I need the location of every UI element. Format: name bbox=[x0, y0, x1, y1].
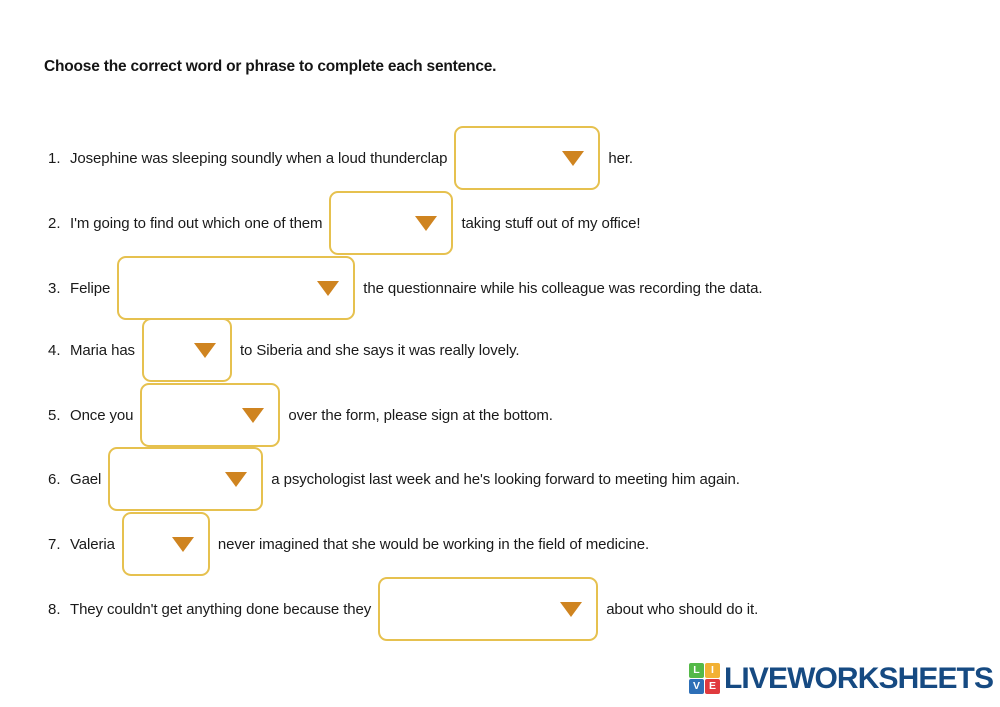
question-line: Josephine was sleeping soundly when a lo… bbox=[70, 126, 633, 190]
answer-dropdown[interactable] bbox=[141, 318, 232, 382]
logo-tile-i: I bbox=[705, 663, 720, 678]
question-number: 1. bbox=[48, 149, 61, 167]
chevron-down-icon[interactable] bbox=[415, 215, 438, 231]
question-text-after: the questionnaire while his colleague wa… bbox=[363, 279, 763, 297]
question-text-before: They couldn't get anything done because … bbox=[70, 600, 372, 618]
worksheet-instruction: Choose the correct word or phrase to com… bbox=[44, 58, 497, 75]
answer-dropdown[interactable] bbox=[140, 383, 281, 447]
chevron-down-icon[interactable] bbox=[317, 280, 340, 296]
logo-wordmark: LIVEWORKSHEETS bbox=[724, 661, 994, 695]
liveworksheets-logo-mark: L I V E bbox=[689, 663, 720, 694]
question-line: Maria has to Siberia and she says it was … bbox=[70, 318, 520, 382]
question-text-before: Maria has bbox=[70, 341, 135, 359]
question-line: They couldn't get anything done because … bbox=[70, 577, 758, 641]
question-text-before: Valeria bbox=[70, 535, 115, 553]
question-number: 7. bbox=[48, 535, 61, 553]
question-number: 4. bbox=[48, 341, 61, 359]
answer-dropdown[interactable] bbox=[454, 126, 601, 190]
question-text-after: taking stuff out of my office! bbox=[461, 214, 641, 232]
question-number: 6. bbox=[48, 470, 61, 488]
logo-tile-v: V bbox=[689, 679, 704, 694]
chevron-down-icon[interactable] bbox=[193, 342, 216, 358]
answer-dropdown[interactable] bbox=[121, 512, 210, 576]
question-text-after: over the form, please sign at the bottom… bbox=[288, 406, 553, 424]
logo-tile-l: L bbox=[689, 663, 704, 678]
question-text-after: a psychologist last week and he's lookin… bbox=[271, 470, 740, 488]
question-number: 3. bbox=[48, 279, 61, 297]
question-number: 5. bbox=[48, 406, 61, 424]
question-text-before: Josephine was sleeping soundly when a lo… bbox=[70, 149, 448, 167]
question-number: 2. bbox=[48, 214, 61, 232]
question-line: I'm going to find out which one of them t… bbox=[70, 191, 641, 255]
question-text-before: Felipe bbox=[70, 279, 111, 297]
answer-dropdown[interactable] bbox=[329, 191, 454, 255]
question-line: Valeria never imagined that she would be … bbox=[70, 512, 649, 576]
question-text-after: never imagined that she would be working… bbox=[217, 535, 650, 553]
question-text-after: to Siberia and she says it was really lo… bbox=[239, 341, 520, 359]
question-line: Felipe the questionnaire while his collea… bbox=[70, 256, 763, 320]
question-number: 8. bbox=[48, 600, 61, 618]
question-text-after: about who should do it. bbox=[606, 600, 759, 618]
chevron-down-icon[interactable] bbox=[562, 150, 585, 166]
answer-dropdown[interactable] bbox=[378, 577, 599, 641]
question-text-before: Gael bbox=[70, 470, 102, 488]
chevron-down-icon[interactable] bbox=[171, 536, 194, 552]
question-line: Gael a psychologist last week and he's lo… bbox=[70, 447, 740, 511]
question-text-before: I'm going to find out which one of them bbox=[70, 214, 323, 232]
question-text-after: her. bbox=[608, 149, 633, 167]
answer-dropdown[interactable] bbox=[108, 447, 264, 511]
answer-dropdown[interactable] bbox=[117, 256, 356, 320]
chevron-down-icon[interactable] bbox=[560, 601, 583, 617]
logo-tile-e: E bbox=[705, 679, 720, 694]
liveworksheets-logo: L I V E LIVEWORKSHEETS bbox=[689, 661, 994, 695]
question-text-before: Once you bbox=[70, 406, 134, 424]
chevron-down-icon[interactable] bbox=[242, 407, 265, 423]
question-line: Once you over the form, please sign at th… bbox=[70, 383, 553, 447]
chevron-down-icon[interactable] bbox=[225, 471, 248, 487]
